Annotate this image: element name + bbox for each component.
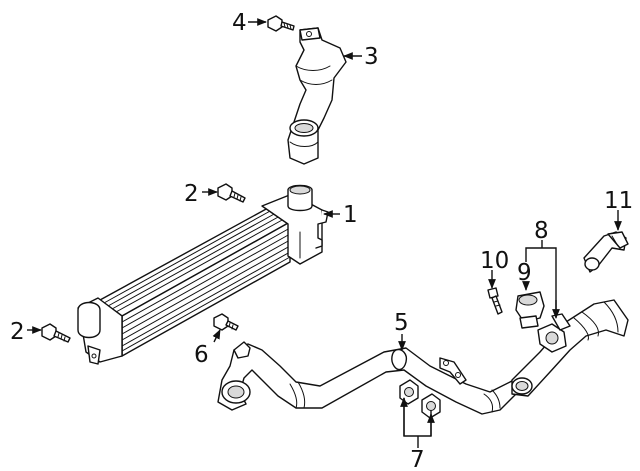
callout-3: 3 — [364, 44, 379, 70]
bolt-upper — [217, 183, 246, 203]
callout-11: 11 — [604, 188, 633, 214]
bolt-mid — [213, 313, 239, 331]
callout-2-upper: 2 — [184, 181, 199, 207]
callout-10: 10 — [480, 248, 509, 274]
callout-8: 8 — [534, 218, 549, 244]
outlet-hose — [511, 299, 629, 397]
sensor-screw — [487, 287, 503, 315]
boost-sensor — [515, 291, 545, 329]
bolt-top — [267, 15, 295, 32]
callout-4: 4 — [232, 10, 247, 36]
grommet-right — [421, 393, 441, 419]
lower-intercooler-tube — [217, 341, 525, 415]
callout-6: 6 — [194, 342, 209, 368]
callout-1: 1 — [343, 202, 358, 228]
upper-intercooler-hose — [287, 27, 347, 165]
leader-8 — [525, 240, 557, 316]
leader-6 — [212, 329, 221, 343]
bolt-lower — [41, 323, 71, 343]
callout-2-lower: 2 — [10, 319, 25, 345]
grommet-left — [399, 379, 419, 405]
small-hose — [583, 231, 629, 273]
callout-5: 5 — [394, 310, 409, 336]
callout-9: 9 — [517, 260, 532, 286]
callout-7: 7 — [410, 447, 425, 471]
intercooler — [77, 184, 329, 365]
